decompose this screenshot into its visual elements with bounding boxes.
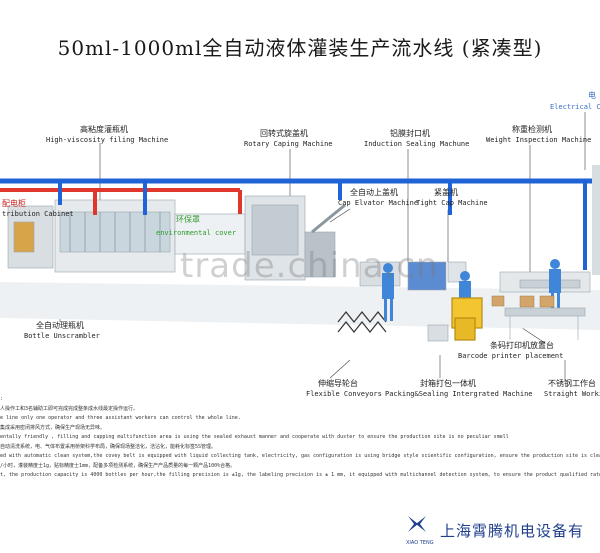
watermark: trade.china.cn bbox=[180, 246, 439, 286]
boxes bbox=[492, 296, 554, 307]
label-cap-elevator-en: Cap Elvator Machine bbox=[338, 199, 418, 207]
notes-block: : 人操作工和3名辅助工即可完成完成整条成水线最定操作运行。 e line on… bbox=[0, 387, 600, 481]
label-barcode-en: Barcode printer placement bbox=[458, 352, 563, 360]
note-line: /小时，灌装精度士1g，贴标精度士1mm，配备多项检测系统，确保生产产品质量的每… bbox=[0, 462, 600, 472]
label-barcode-cn: 条码打印机放置台 bbox=[490, 340, 554, 351]
label-weight-en: Weight Inspection Machine bbox=[486, 136, 591, 144]
note-line: 人操作工和3名辅助工即可完成完成整条成水线最定操作运行。 bbox=[0, 405, 600, 415]
logo-text: XIAO TENG bbox=[406, 540, 434, 546]
label-distribution-cn: 配电柜 bbox=[2, 198, 26, 209]
label-cap-elevator-cn: 全自动上盖机 bbox=[350, 187, 398, 198]
note-line: 集成采用密闭排风方式，确保生产现场无异味。 bbox=[0, 424, 600, 434]
box-table bbox=[428, 325, 448, 341]
weight-inspection-machine bbox=[500, 272, 590, 292]
label-electrical-en: Electrical Co bbox=[550, 103, 600, 111]
label-high-viscosity-en: High-viscosity filing Machine bbox=[46, 136, 168, 144]
label-induction-cn: 铝膜封口机 bbox=[390, 128, 430, 139]
label-env-cn: 环保罩 bbox=[176, 214, 200, 225]
note-line: e line only one operator and three assis… bbox=[0, 414, 600, 424]
packing-machine bbox=[452, 298, 482, 340]
label-electrical-cn: 电 bbox=[588, 90, 596, 101]
label-env-en: environmental cover bbox=[156, 229, 236, 237]
note-line: t, the production capacity is 4000 bottl… bbox=[0, 471, 600, 481]
label-weight-cn: 称重检测机 bbox=[512, 124, 552, 135]
note-line: ed with automatic clean system,the covey… bbox=[0, 452, 600, 462]
label-induction-en: Induction Sealing Machune bbox=[364, 140, 469, 148]
company-logo bbox=[408, 516, 426, 532]
label-tight-cap-cn: 紧盖机 bbox=[434, 187, 458, 198]
label-rotary-en: Rotary Caping Machine bbox=[244, 140, 333, 148]
electrical-cabinet bbox=[592, 165, 600, 275]
company-name: 上海霄腾机电设备有 bbox=[440, 520, 584, 541]
label-unscrambler-en: Bottle Unscrambler bbox=[24, 332, 100, 340]
label-high-viscosity-cn: 高粘度灌瓶机 bbox=[80, 124, 128, 135]
note-line: entally friendly , filling and capping m… bbox=[0, 433, 600, 443]
label-distribution-en: tribution Cabinet bbox=[2, 210, 74, 218]
note-line: 自动清洗系统，电、气体布置采用桥架科学布局，确保现场整洁化，洁沾化，能耗化标签5… bbox=[0, 443, 600, 453]
label-tight-cap-en: Tight Cap Machine bbox=[416, 199, 488, 207]
note-line: : bbox=[0, 395, 600, 405]
label-unscrambler-cn: 全自动理瓶机 bbox=[36, 320, 84, 331]
label-rotary-cn: 回转式旋盖机 bbox=[260, 128, 308, 139]
